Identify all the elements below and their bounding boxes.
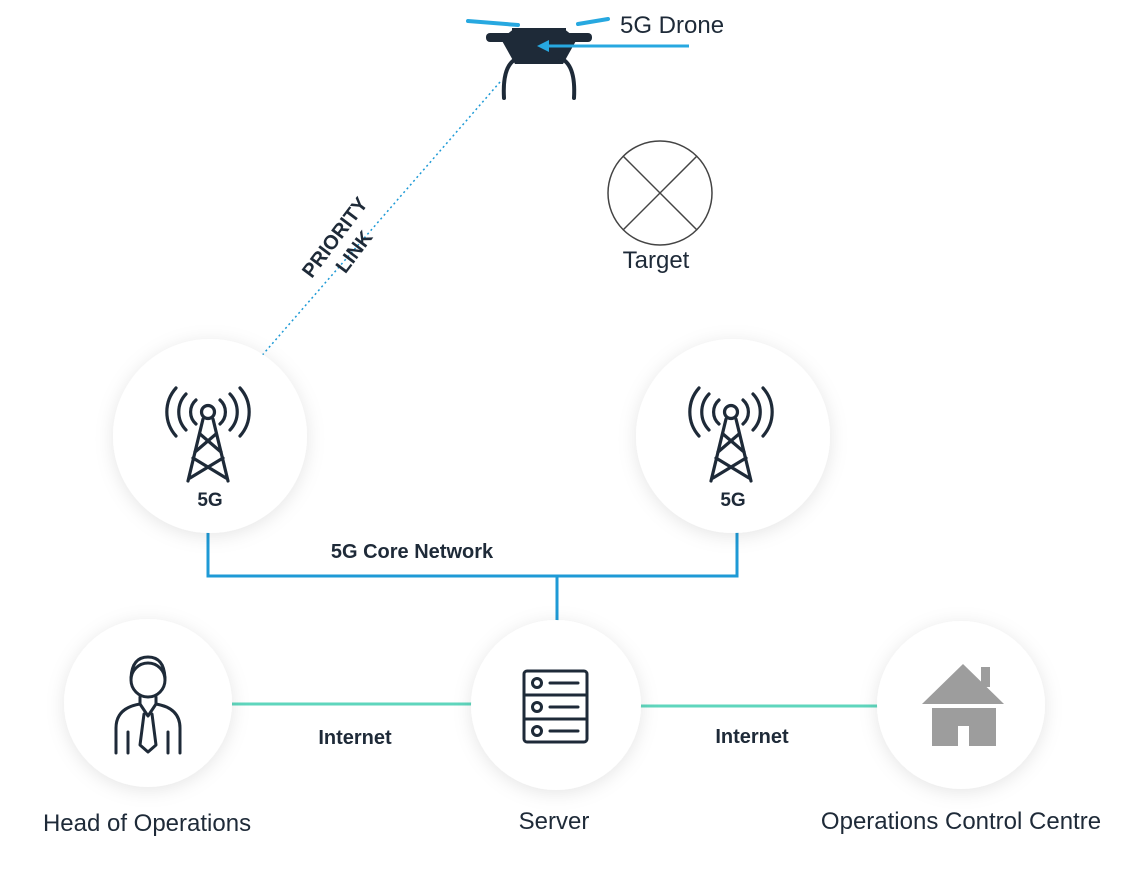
node-circles bbox=[64, 339, 1045, 790]
control-centre-label: Operations Control Centre bbox=[821, 808, 1101, 835]
cell-tower-icon bbox=[688, 386, 774, 483]
tower-left-label: 5G bbox=[197, 490, 222, 511]
tower-left-circle bbox=[113, 339, 307, 533]
head-of-operations-circle bbox=[64, 619, 232, 787]
core-network-label: 5G Core Network bbox=[331, 541, 494, 563]
internet-label-left: Internet bbox=[318, 727, 392, 749]
tower-right-circle bbox=[636, 339, 830, 533]
drone-icon bbox=[466, 17, 689, 100]
internet-label-right: Internet bbox=[715, 726, 789, 748]
server-icon bbox=[522, 669, 589, 744]
core-network-line bbox=[206, 530, 739, 578]
person-icon bbox=[114, 655, 182, 755]
target-label: Target bbox=[623, 247, 690, 274]
house-icon bbox=[922, 664, 1004, 746]
cell-tower-icon bbox=[165, 386, 251, 483]
tower-right-label: 5G bbox=[720, 490, 745, 511]
control-centre-circle bbox=[877, 621, 1045, 789]
server-circle bbox=[471, 620, 641, 790]
priority-link-label: PRIORITY LINK bbox=[298, 193, 378, 282]
connectors bbox=[206, 81, 878, 708]
head-of-operations-label: Head of Operations bbox=[43, 810, 251, 837]
drone-label: 5G Drone bbox=[620, 12, 724, 39]
server-label: Server bbox=[519, 808, 590, 835]
target-icon bbox=[607, 140, 713, 246]
